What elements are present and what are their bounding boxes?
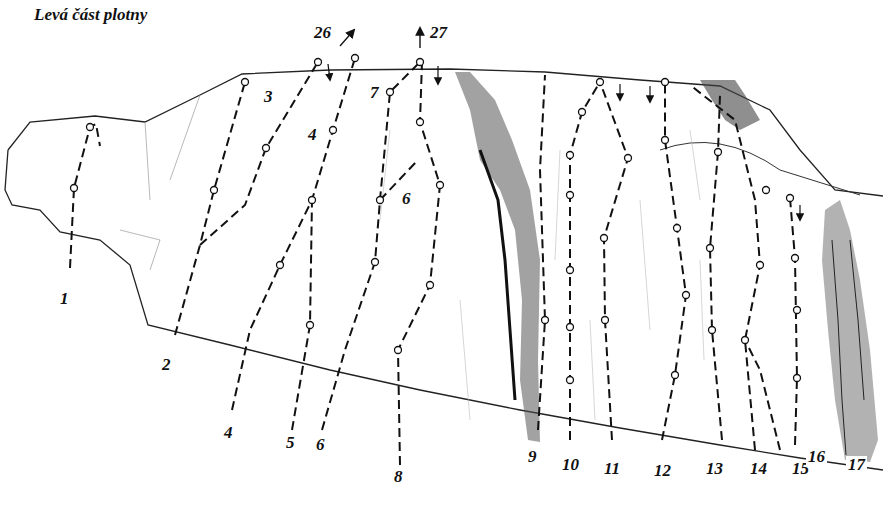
descent-arrow	[649, 86, 650, 102]
bolt-ring	[794, 307, 801, 314]
bolt-ring	[87, 124, 94, 131]
bolt-ring	[395, 347, 402, 354]
route-line	[538, 75, 545, 430]
route-line	[232, 58, 355, 410]
route-line	[710, 95, 722, 440]
route-line	[600, 82, 628, 440]
topo-title: Levá část plotny	[34, 6, 147, 25]
route-line	[200, 62, 318, 245]
route-number: 26	[312, 24, 333, 41]
route-number: 27	[428, 24, 449, 41]
bolt-ring	[763, 187, 770, 194]
rock-cracks	[120, 95, 200, 270]
bolt-ring	[437, 182, 444, 189]
dark-block	[700, 80, 760, 130]
bolt-ring	[707, 245, 714, 252]
route-number: 2	[160, 356, 173, 373]
bolt-ring	[715, 149, 722, 156]
route-number: 4	[222, 424, 235, 441]
route-line	[70, 124, 100, 268]
route-number: 5	[284, 434, 297, 451]
route-line	[292, 200, 312, 430]
bolt-ring	[352, 55, 359, 62]
bolt-ring	[277, 262, 284, 269]
route-number: 6	[400, 190, 413, 207]
bolt-ring	[567, 192, 574, 199]
bolt-ring	[263, 145, 270, 152]
descent-arrow	[619, 84, 620, 100]
descent-arrow	[328, 64, 330, 80]
bolt-ring	[597, 79, 604, 86]
bolt-ring	[709, 327, 716, 334]
bolt-ring	[567, 324, 574, 331]
bolt-ring	[757, 262, 764, 269]
rock-top-edge	[8, 69, 883, 196]
route-line	[570, 82, 600, 440]
route-number: 4	[306, 126, 319, 143]
bolt-ring	[542, 317, 549, 324]
bolt-ring	[242, 79, 249, 86]
route-number: 1	[58, 290, 71, 307]
bolt-ring	[662, 79, 669, 86]
crack-core	[480, 150, 515, 400]
route-line	[175, 82, 245, 335]
bolt-ring	[794, 375, 801, 382]
route-number: 9	[526, 448, 539, 465]
bolt-ring	[417, 119, 424, 126]
route-number: 11	[602, 460, 622, 477]
bolt-ring	[674, 225, 681, 232]
bolt-ring	[307, 322, 314, 329]
right-face-lines	[832, 240, 864, 455]
bolt-ring	[567, 152, 574, 159]
bolt-ring	[71, 185, 78, 192]
route-line	[322, 62, 420, 430]
bolt-ring	[742, 337, 749, 344]
bolt-ring	[625, 155, 632, 162]
bolt-ring	[309, 197, 316, 204]
route-number: 6	[314, 436, 327, 453]
bolt-ring	[602, 317, 609, 324]
right-face	[822, 200, 878, 462]
bolt-ring	[330, 127, 337, 134]
dark-crack	[455, 72, 540, 442]
route-number: 16	[806, 448, 827, 465]
route-number: 8	[392, 468, 405, 485]
route-line	[690, 85, 760, 450]
bolt-ring	[579, 109, 586, 116]
rock-texture	[380, 130, 704, 420]
bolt-ring	[683, 292, 690, 299]
route-number: 10	[560, 456, 581, 473]
bolt-ring	[315, 59, 322, 66]
route-line	[745, 340, 780, 450]
route-line	[398, 62, 440, 465]
bolt-ring	[387, 89, 394, 96]
bolt-ring	[567, 267, 574, 274]
bolt-ring	[672, 372, 679, 379]
route-number: 7	[368, 84, 381, 101]
bolt-ring	[792, 255, 799, 262]
bolt-ring	[417, 59, 424, 66]
route-line	[790, 198, 797, 445]
route-number: 14	[748, 460, 769, 477]
descent-arrow	[799, 205, 800, 220]
route-number: 12	[652, 462, 673, 479]
bolt-ring	[601, 235, 608, 242]
exit-arrow	[419, 28, 420, 48]
descent-arrow	[437, 66, 438, 84]
bolt-ring	[662, 137, 669, 144]
ledge-line	[660, 142, 860, 195]
route-number: 13	[704, 460, 725, 477]
bolt-ring	[211, 187, 218, 194]
bolt-ring	[372, 259, 379, 266]
route-number: 3	[262, 88, 275, 105]
bolt-ring	[567, 377, 574, 384]
exit-arrow	[340, 30, 354, 46]
bolt-ring	[377, 197, 384, 204]
bolt-ring	[787, 195, 794, 202]
route-number: 17	[846, 456, 867, 473]
route-line	[662, 82, 686, 440]
bolt-ring	[427, 282, 434, 289]
